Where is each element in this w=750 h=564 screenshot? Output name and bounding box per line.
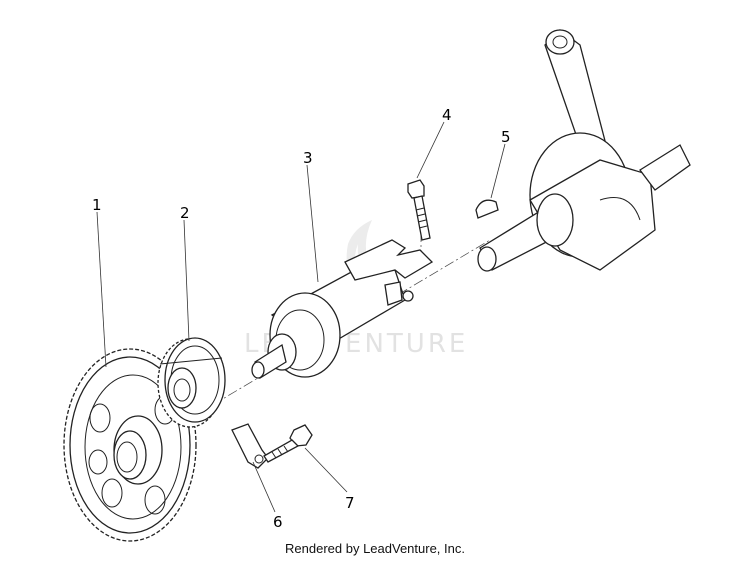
leader-lines — [96, 121, 506, 513]
leader-6 — [252, 461, 276, 513]
idler-gear[interactable] — [157, 337, 226, 428]
starter-motor[interactable] — [251, 239, 434, 379]
leader-7 — [304, 447, 348, 493]
callout-3: 3 — [303, 149, 313, 167]
leader-4 — [416, 121, 445, 179]
crankshaft[interactable] — [477, 29, 691, 272]
callout-6: 6 — [273, 513, 283, 531]
callout-4: 4 — [442, 106, 452, 124]
mounting-bolt[interactable] — [263, 424, 313, 463]
callout-1: 1 — [92, 196, 102, 214]
leader-3 — [306, 164, 319, 283]
callout-7: 7 — [345, 494, 355, 512]
cable-terminal-bracket[interactable] — [231, 423, 269, 469]
footer-credit: Rendered by LeadVenture, Inc. — [285, 541, 465, 556]
leader-1 — [96, 211, 107, 368]
starter-bolt[interactable] — [407, 179, 431, 241]
woodruff-key[interactable] — [475, 199, 499, 219]
leader-2 — [183, 219, 190, 342]
callout-5: 5 — [501, 128, 511, 146]
leader-5 — [490, 143, 506, 199]
callout-2: 2 — [180, 204, 190, 222]
